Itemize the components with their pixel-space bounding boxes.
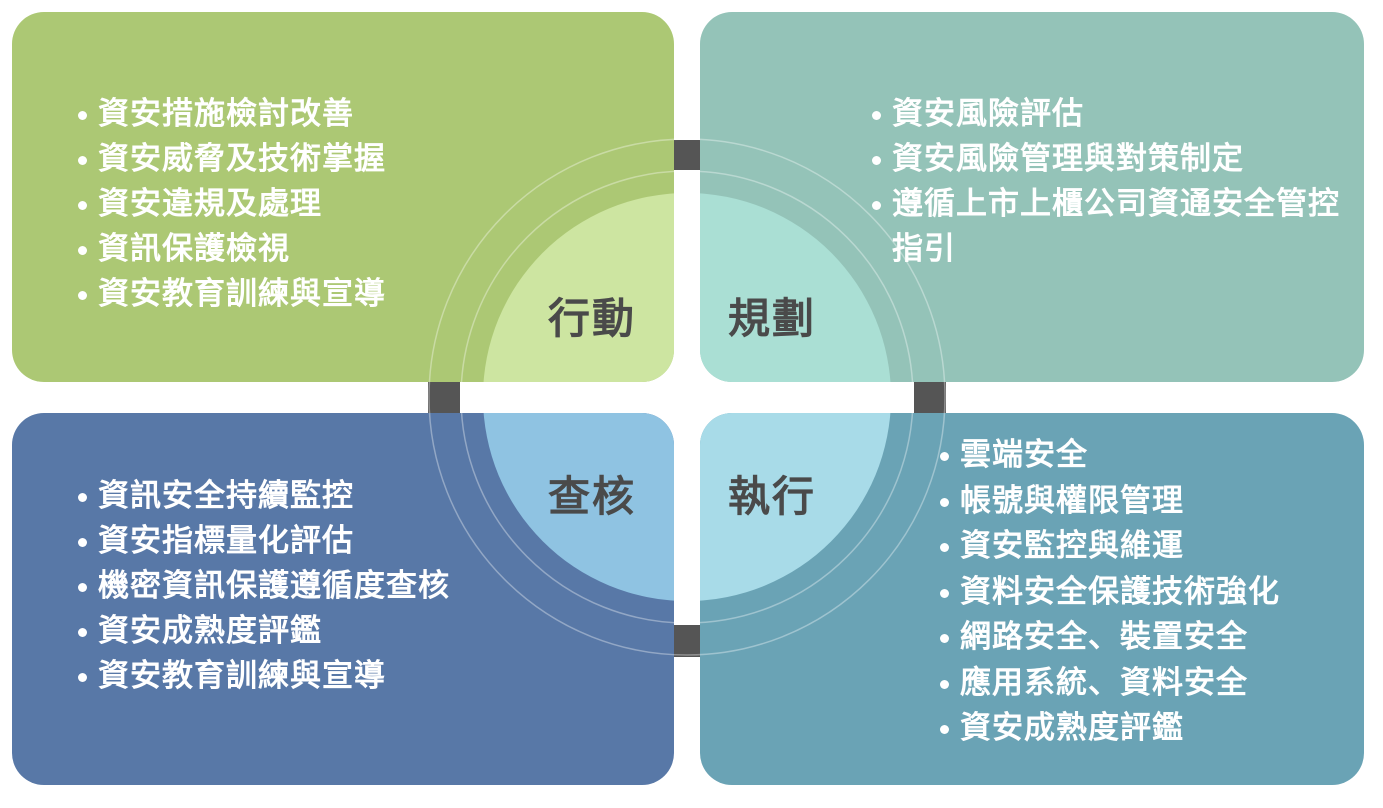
- connector-bottom: [674, 625, 700, 657]
- action-list: 資安措施檢討改善 資安威脅及技術掌握 資安違規及處理 資訊保護檢視 資安教育訓練…: [76, 92, 386, 317]
- label-plan: 規劃: [728, 294, 817, 343]
- list-item: 資安風險評估: [870, 92, 1352, 137]
- label-action: 行動: [548, 294, 637, 343]
- list-item: 資安監控與維運: [938, 524, 1280, 570]
- label-do: 執行: [728, 472, 817, 521]
- list-item: 遵循上市上櫃公司資通安全管控指引: [870, 182, 1352, 272]
- list-item: 資安指標量化評估: [76, 519, 450, 564]
- disc-check: [483, 413, 674, 601]
- list-item: 網路安全、裝置安全: [938, 615, 1280, 661]
- list-item: 應用系統、資料安全: [938, 661, 1280, 707]
- list-item: 資安教育訓練與宣導: [76, 654, 450, 699]
- list-item: 雲端安全: [938, 433, 1280, 479]
- list-item: 資安風險管理與對策制定: [870, 137, 1352, 182]
- list-item: 資安教育訓練與宣導: [76, 272, 386, 317]
- connector-top: [674, 140, 700, 170]
- do-list: 雲端安全 帳號與權限管理 資安監控與維運 資料安全保護技術強化 網路安全、裝置安…: [938, 433, 1280, 752]
- label-check: 查核: [548, 472, 637, 521]
- list-item: 資安威脅及技術掌握: [76, 137, 386, 182]
- disc-do: [700, 413, 891, 601]
- plan-list: 資安風險評估 資安風險管理與對策制定 遵循上市上櫃公司資通安全管控指引: [870, 92, 1352, 272]
- connector-right: [914, 382, 946, 413]
- disc-plan: [700, 193, 891, 382]
- list-item: 資安措施檢討改善: [76, 92, 386, 137]
- list-item: 資料安全保護技術強化: [938, 570, 1280, 616]
- list-item: 資安成熟度評鑑: [938, 706, 1280, 752]
- check-list: 資訊安全持續監控 資安指標量化評估 機密資訊保護遵循度查核 資安成熟度評鑑 資安…: [76, 474, 450, 699]
- list-item: 資安違規及處理: [76, 182, 386, 227]
- list-item: 資安成熟度評鑑: [76, 609, 450, 654]
- list-item: 機密資訊保護遵循度查核: [76, 564, 450, 609]
- disc-action: [483, 193, 674, 382]
- list-item: 帳號與權限管理: [938, 479, 1280, 525]
- list-item: 資訊保護檢視: [76, 227, 386, 272]
- connector-left: [428, 382, 460, 413]
- list-item: 資訊安全持續監控: [76, 474, 450, 519]
